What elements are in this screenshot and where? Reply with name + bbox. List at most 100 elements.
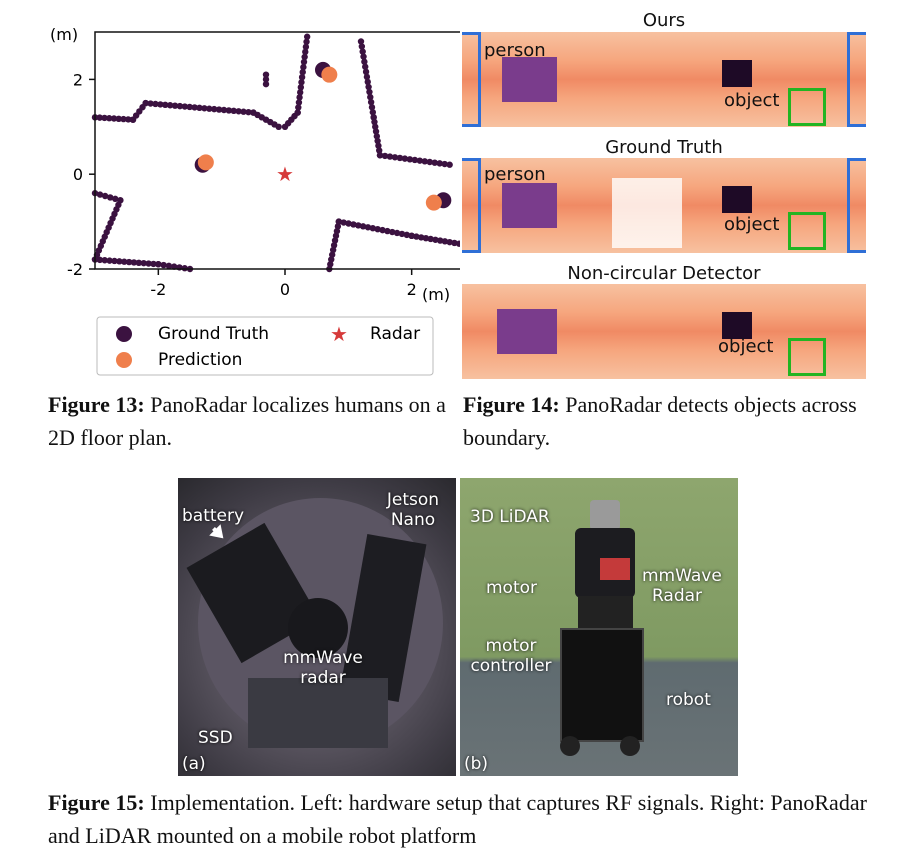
wall-point-2 [302,43,310,51]
x-tick-label: 0 [280,280,290,299]
wall-point-5 [384,227,391,235]
fig13-caption: Figure 13: PanoRadar localizes humans on… [48,388,458,454]
wall-point-5 [398,230,406,238]
wall-point-2 [297,84,305,91]
fig15b-lidar-label: 3D LiDAR [470,507,550,527]
wall-point-1 [101,192,109,200]
wall-point-5 [355,222,362,229]
wall-point-4 [364,78,371,86]
legend-ground-truth-label: Ground Truth [158,324,269,344]
wall-point-5 [436,237,444,244]
wall-point-2 [301,53,308,61]
fig14-title-gt: Ground Truth [605,137,723,158]
wall-point-0 [196,104,203,112]
wall-point-4 [416,157,424,164]
wall-point-0 [166,102,174,109]
wall-point-0 [142,99,149,107]
wall-point-5 [334,223,342,230]
wall-point-5 [364,224,372,231]
wall-point-5 [441,238,449,245]
x-unit-label: (m) [422,285,450,304]
wall-point-5 [333,227,341,235]
wall-point-4 [421,158,428,165]
wall-point-0 [171,102,179,109]
y-tick-label: -2 [67,260,83,279]
wall-point-0 [106,115,113,122]
wall-point-1 [121,258,128,265]
wall-point-4 [365,83,372,91]
wall-point-4 [361,58,368,65]
x-tick-label: 2 [407,280,417,299]
wall-point-2 [300,58,308,66]
fig15a-panel-label: (a) [182,754,206,774]
wall-point-5 [350,221,357,228]
wall-point-2 [296,94,303,101]
wall-point-4 [391,154,399,161]
wall-point-5 [328,256,335,263]
wall-point-4 [370,114,377,121]
wall-point-2 [299,68,306,76]
legend-ground-truth-marker [116,326,132,342]
fig14-caption-text: PanoRadar detects objects across boundar… [463,392,857,450]
wall-point-1 [112,195,119,203]
fig14-gt-object-label: object [724,214,780,235]
wall-point-5 [374,225,381,233]
wall-point-5 [330,242,338,249]
wall-point-0 [230,107,237,115]
wall-point-0 [215,106,223,113]
wall-point-4 [381,152,389,160]
wall-point-5 [359,223,367,230]
wall-point-2 [300,63,307,71]
wall-point-0 [125,116,132,123]
wall-point-5 [427,235,434,243]
legend-prediction-marker [116,352,132,368]
wall-point-5 [446,238,453,246]
fig15a-battery-label: battery [182,506,245,526]
wall-point-0 [96,114,103,121]
wall-point-2 [302,48,309,56]
fig15b-motor-label: motor [486,578,538,598]
wall-point-1 [96,256,104,264]
wall-point-1 [160,261,167,269]
wall-point-0 [147,100,154,107]
fig15-caption-label: Figure 15: [48,790,145,815]
wall-point-4 [376,147,383,154]
wall-point-0 [120,115,127,123]
wall-point-5 [340,219,347,226]
wall-point-1 [135,259,143,267]
legend-radar-marker: ★ [330,322,348,346]
wall-point-5 [329,246,337,254]
wall-point-4 [362,63,369,70]
wall-point-0 [275,123,282,130]
fig14-panel-noncircular: object [462,284,866,379]
fig15b-controller-label: motor controller [470,636,552,676]
wall-point-1 [130,259,138,266]
fig15a-jetson-label: Jetson Nano [386,490,440,530]
radar-point: ★ [276,162,294,186]
fig14-panel-ground-truth: person object [462,158,866,253]
legend-prediction-label: Prediction [158,350,242,370]
y-tick-label: 2 [73,70,83,89]
wall-point-5 [451,239,458,247]
prediction-point [197,154,214,171]
chart-legend: Ground Truth Prediction ★ Radar [96,316,434,376]
wall-point-2 [303,38,310,45]
fig13-caption-text: PanoRadar localizes humans on a 2D floor… [48,392,446,450]
wall-point-4 [426,158,433,166]
fig15a-ssd-label: SSD [198,728,233,748]
wall-point-0 [240,108,247,115]
prediction-point [321,66,338,83]
wall-point-1 [106,257,113,264]
fig14-ours-person-label: person [484,40,546,61]
wall-point-5 [328,251,336,258]
wall-point-4 [436,160,443,167]
wall-point-1 [107,194,114,201]
wall-point-4 [406,156,414,163]
wall-point-5 [455,240,460,247]
fig15-photo-robot: 3D LiDAR motor mmWave Radar motor contro… [460,478,738,776]
wall-point-4 [446,161,453,168]
wall-point-2 [298,79,305,86]
wall-point-4 [360,53,367,60]
wall-point-2 [295,104,302,111]
